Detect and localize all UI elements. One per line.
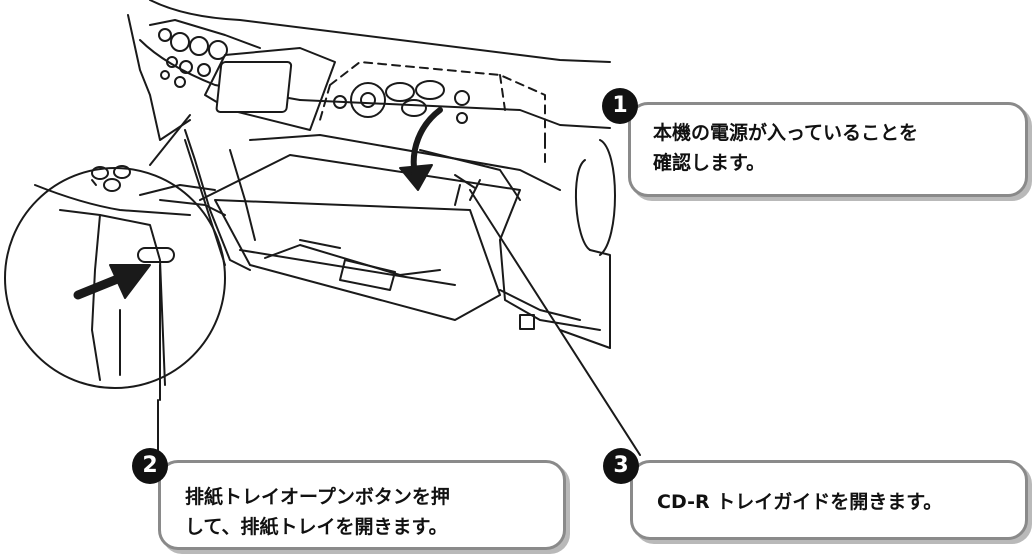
step-3-callout: [630, 460, 1028, 540]
output-tray: [214, 199, 501, 321]
paper-output-tray-open-button: [137, 247, 175, 263]
step-2-text: 排紙トレイオープンボタンを押 して、排紙トレイを開きます。: [185, 486, 450, 538]
step-2-callout: [158, 460, 566, 550]
step-3-text: CD-R トレイガイドを開きます。: [657, 491, 943, 513]
cd-r-tray-guide-outline: [319, 61, 546, 166]
step-1-text: 本機の電源が入っていることを 確認します。: [653, 122, 919, 174]
step-1-badge: 1: [602, 88, 638, 124]
step-1-callout: [628, 102, 1028, 197]
step-3-badge: 3: [603, 448, 639, 484]
step-2-badge: 2: [132, 448, 168, 484]
